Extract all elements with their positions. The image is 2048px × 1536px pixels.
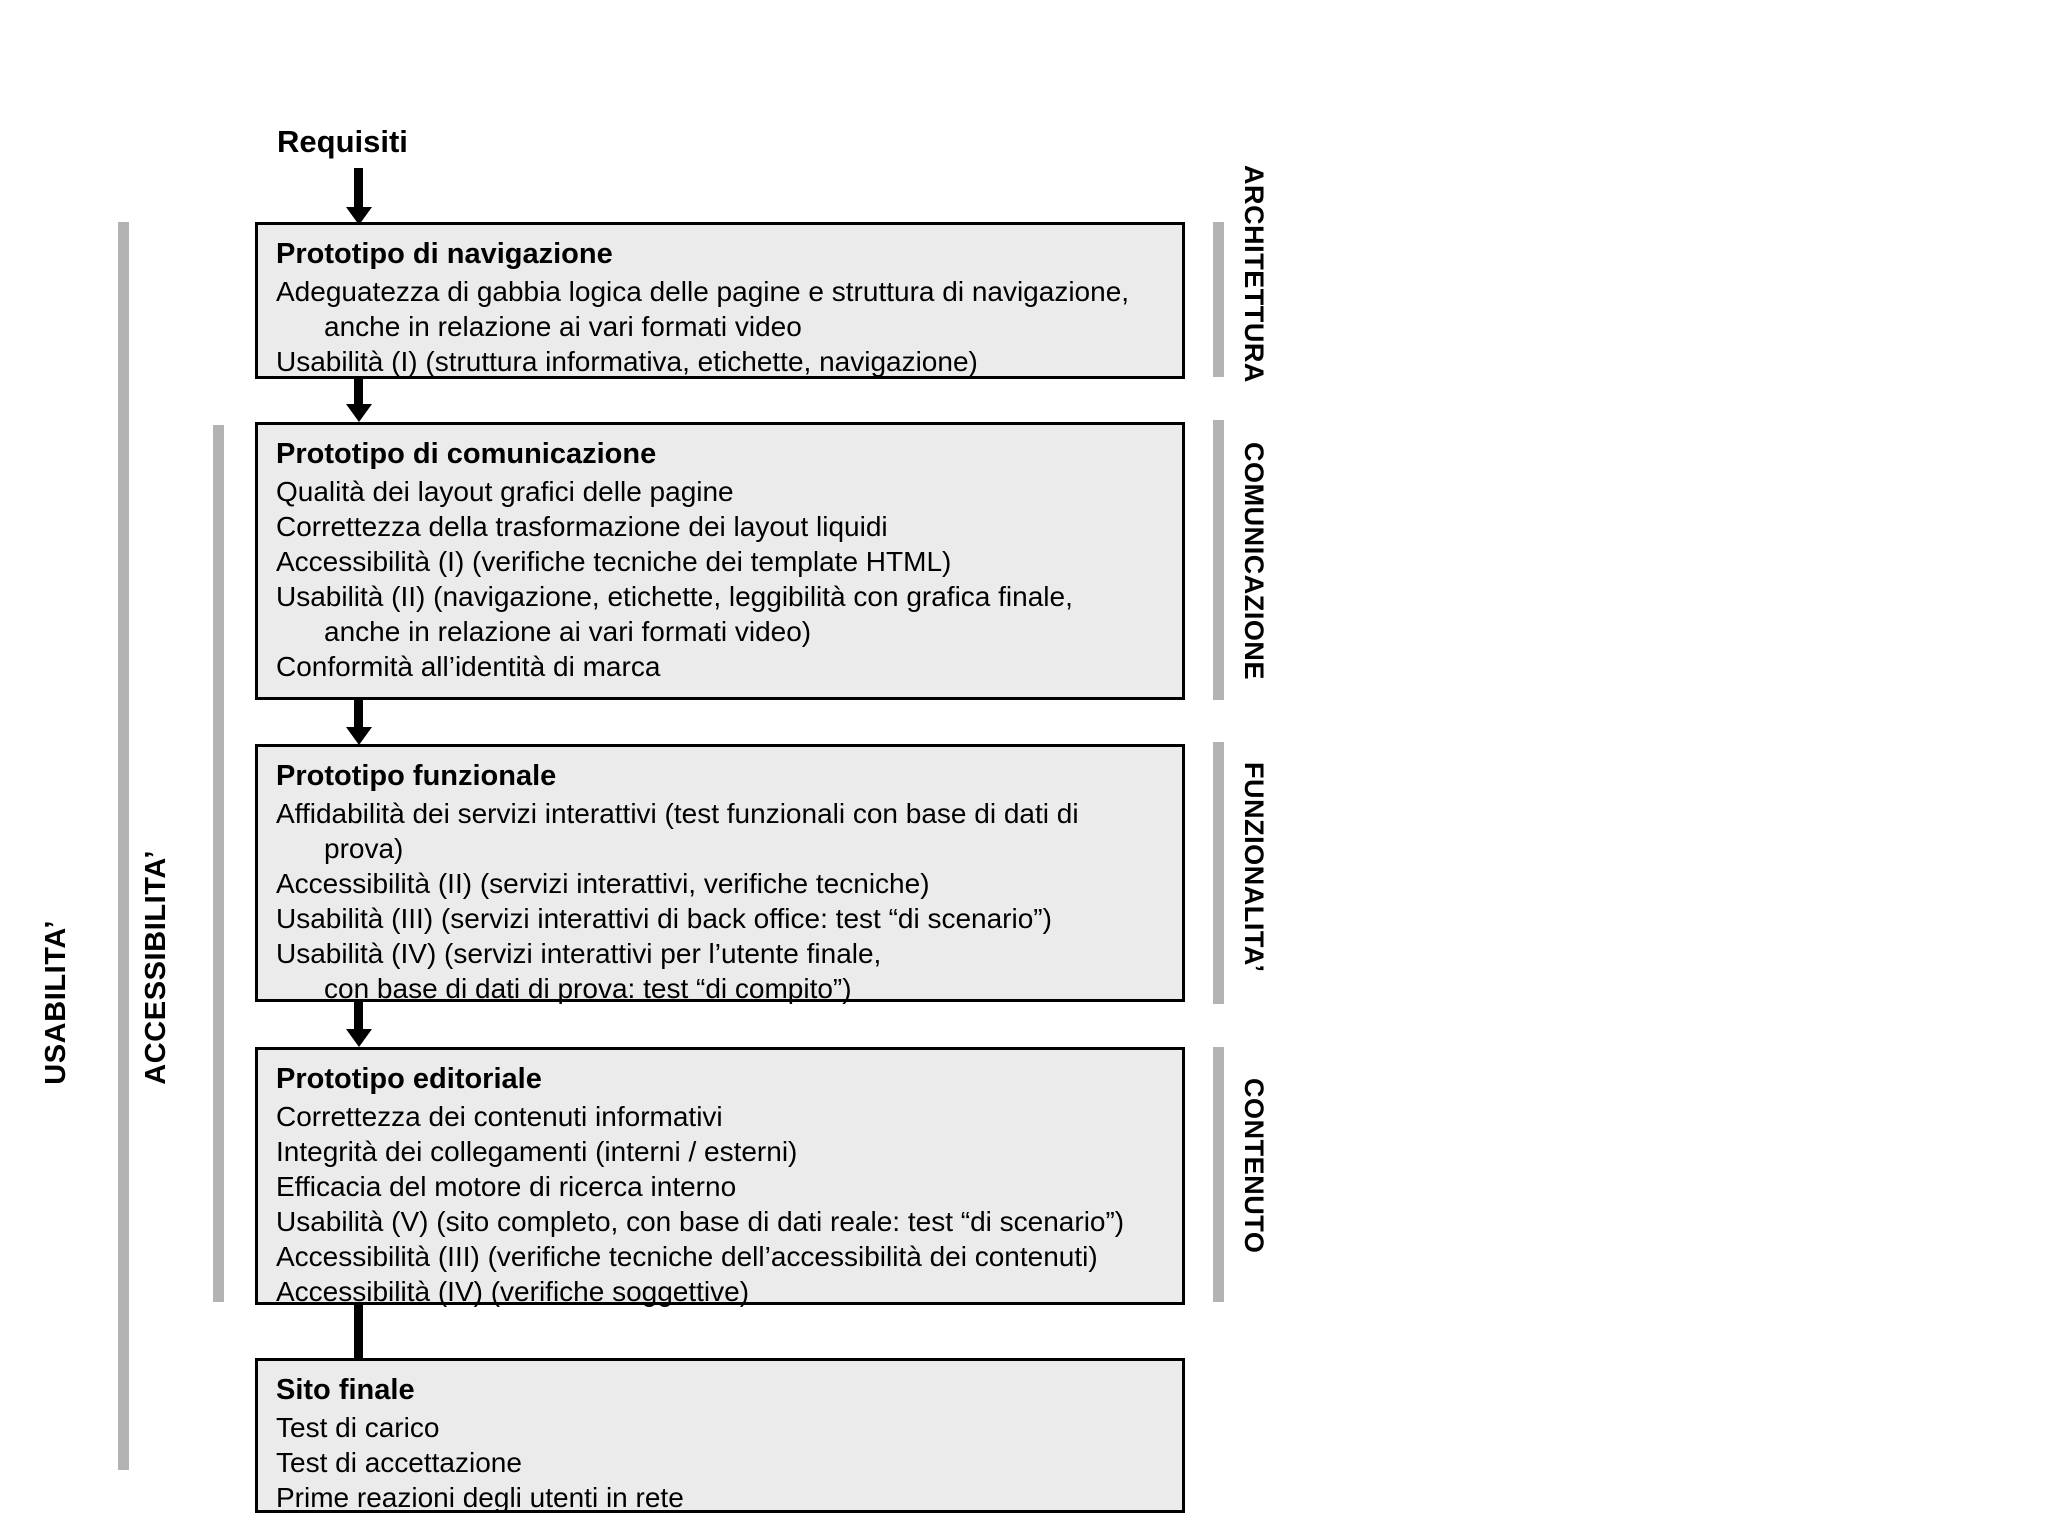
accessibilita-rule bbox=[213, 425, 224, 1302]
arrow-navigazione-to-comunicazione bbox=[354, 379, 363, 412]
stage-line: Integrità dei collegamenti (interni / es… bbox=[276, 1136, 798, 1167]
stage-line: Test di carico bbox=[276, 1412, 440, 1443]
funzionalita-rule bbox=[1213, 742, 1224, 1004]
stage-line: Correttezza della trasformazione dei lay… bbox=[276, 511, 888, 542]
stage-title: Prototipo di navigazione bbox=[276, 238, 613, 270]
stage-line: Efficacia del motore di ricerca interno bbox=[276, 1171, 737, 1202]
comunicazione-rule bbox=[1213, 420, 1224, 700]
stage-title: Prototipo di comunicazione bbox=[276, 438, 657, 470]
arrow-editoriale-to-sito-finale bbox=[354, 1305, 363, 1360]
stage-line: Usabilità (III) (servizi interattivi di … bbox=[276, 903, 1052, 934]
stage-line: Accessibilità (III) (verifiche tecniche … bbox=[276, 1241, 1098, 1272]
axis-label-accessibilita: ACCESSIBILITA’ bbox=[140, 850, 172, 1085]
stage-line: con base di dati di prova: test “di comp… bbox=[324, 973, 852, 1004]
stage-title: Prototipo editoriale bbox=[276, 1063, 542, 1095]
stage-line: Usabilità (IV) (servizi interattivi per … bbox=[276, 938, 882, 969]
arrow-comunicazione-to-funzionale bbox=[354, 700, 363, 735]
stage-line: Accessibilità (I) (verifiche tecniche de… bbox=[276, 546, 952, 577]
stage-box-prototipo-di-comunicazione[interactable]: Prototipo di comunicazione Qualità dei l… bbox=[255, 422, 1185, 700]
arrow-navigazione-head-icon bbox=[346, 404, 372, 422]
stage-line: Usabilità (II) (navigazione, etichette, … bbox=[276, 581, 1073, 612]
stage-line: Adeguatezza di gabbia logica delle pagin… bbox=[276, 276, 1130, 307]
axis-label-contenuto: CONTENUTO bbox=[1239, 1078, 1269, 1254]
axis-label-comunicazione: COMUNICAZIONE bbox=[1239, 442, 1269, 681]
axis-label-usabilita: USABILITA’ bbox=[40, 920, 72, 1085]
stage-line: Qualità dei layout grafici delle pagine bbox=[276, 476, 734, 507]
stage-line: Conformità all’identità di marca bbox=[276, 651, 661, 682]
stage-line: Accessibilità (IV) (verifiche soggettive… bbox=[276, 1276, 750, 1307]
usabilita-rule bbox=[118, 222, 129, 1470]
stage-line: Accessibilità (II) (servizi interattivi,… bbox=[276, 868, 930, 899]
architettura-rule bbox=[1213, 222, 1224, 377]
stage-line: anche in relazione ai vari formati video… bbox=[324, 616, 812, 647]
stage-line: Usabilità (I) (struttura informativa, et… bbox=[276, 346, 978, 377]
stage-line: Correttezza dei contenuti informativi bbox=[276, 1101, 723, 1132]
stage-line: prova) bbox=[324, 833, 404, 864]
contenuto-rule bbox=[1213, 1047, 1224, 1302]
stage-box-prototipo-di-navigazione[interactable]: Prototipo di navigazione Adeguatezza di … bbox=[255, 222, 1185, 379]
arrow-comunicazione-head-icon bbox=[346, 727, 372, 745]
stage-box-prototipo-editoriale[interactable]: Prototipo editoriale Correttezza dei con… bbox=[255, 1047, 1185, 1307]
stage-box-prototipo-funzionale[interactable]: Prototipo funzionale Affidabilità dei se… bbox=[255, 744, 1185, 1004]
arrow-entry-head-icon bbox=[346, 207, 372, 225]
axis-label-architettura: ARCHITETTURA bbox=[1239, 165, 1269, 383]
stage-title: Prototipo funzionale bbox=[276, 760, 557, 792]
arrow-entry-to-navigazione bbox=[354, 168, 363, 216]
axis-label-funzionalita: FUNZIONALITA’ bbox=[1239, 762, 1269, 973]
stage-box-sito-finale[interactable]: Sito finale Test di carico Test di accet… bbox=[255, 1358, 1185, 1513]
entry-label: Requisiti bbox=[277, 124, 408, 159]
stage-line: Affidabilità dei servizi interattivi (te… bbox=[276, 798, 1079, 829]
stage-title: Sito finale bbox=[276, 1374, 415, 1406]
stage-line: Test di accettazione bbox=[276, 1447, 522, 1478]
stage-line: anche in relazione ai vari formati video bbox=[324, 311, 802, 342]
arrow-funzionale-head-icon bbox=[346, 1029, 372, 1047]
stage-line: Usabilità (V) (sito completo, con base d… bbox=[276, 1206, 1125, 1237]
arrow-funzionale-to-editoriale bbox=[354, 1002, 363, 1037]
stage-line: Prime reazioni degli utenti in rete bbox=[276, 1482, 684, 1513]
